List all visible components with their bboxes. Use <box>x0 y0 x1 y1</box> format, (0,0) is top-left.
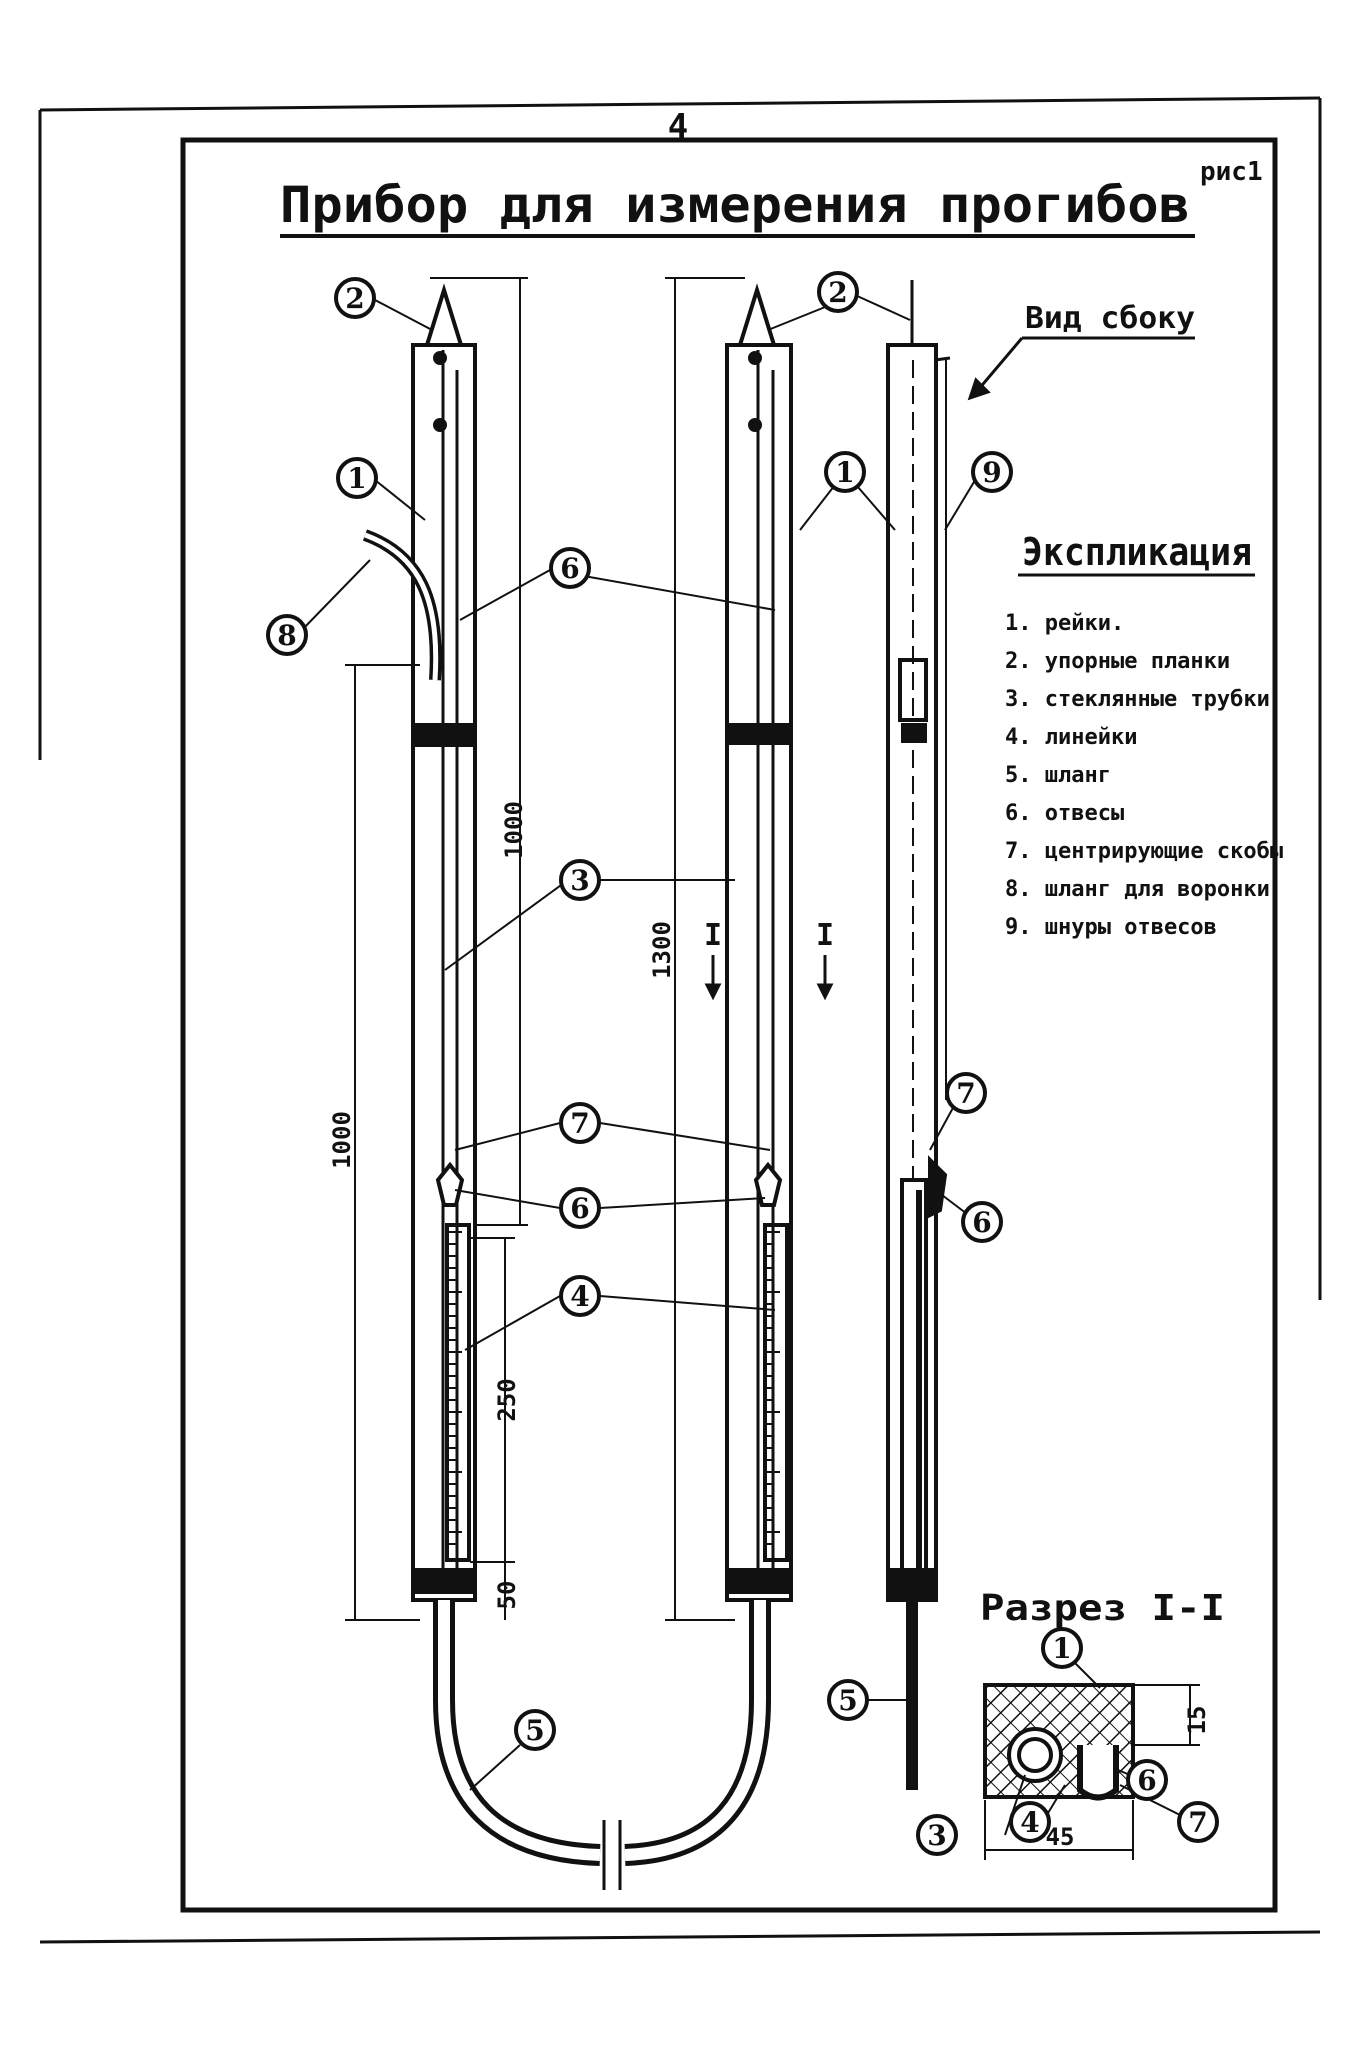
dim-45: 45 <box>1046 1823 1075 1851</box>
legend-item: 9. шнуры отвесов <box>1005 915 1217 940</box>
dim-1300: 1300 <box>648 921 676 979</box>
svg-text:9: 9 <box>982 456 1001 489</box>
callout-balloon: 5 <box>827 1679 869 1721</box>
svg-text:2: 2 <box>345 282 364 315</box>
side-view-arrow <box>967 337 1024 401</box>
svg-text:6: 6 <box>570 1192 589 1225</box>
callout-balloon: 6 <box>1126 1759 1168 1801</box>
svg-text:5: 5 <box>838 1684 857 1717</box>
leader-lines <box>299 294 981 1791</box>
legend-item: 6. отвесы <box>1005 801 1124 826</box>
svg-text:6: 6 <box>1137 1764 1156 1797</box>
legend-item: 5. шланг <box>1005 763 1111 788</box>
svg-text:3: 3 <box>927 1819 946 1852</box>
legend-heading: Экспликация <box>1022 530 1252 574</box>
figure-label: рис1 <box>1200 157 1263 187</box>
callout-balloon: 2 <box>817 271 859 313</box>
callout-balloon: 3 <box>916 1814 958 1856</box>
callout-balloon: 4 <box>1009 1801 1051 1843</box>
section-mark-left: I <box>704 918 722 953</box>
callout-balloon: 9 <box>971 451 1013 493</box>
callout-balloon: 2 <box>334 277 376 319</box>
svg-text:1: 1 <box>1052 1632 1071 1665</box>
svg-text:3: 3 <box>570 864 589 897</box>
dim-250: 250 <box>493 1378 521 1421</box>
callout-balloon: 7 <box>559 1102 601 1144</box>
middle-ruler-ticks <box>766 1231 780 1545</box>
drawing-title: Прибор для измерения прогибов <box>280 176 1190 234</box>
callout-balloon: 4 <box>559 1275 601 1317</box>
legend-list: 1. рейки. 2. упорные планки 3. стеклянны… <box>1005 611 1283 940</box>
legend-item: 7. центрирующие скобы <box>1005 839 1283 864</box>
legend-item: 2. упорные планки <box>1005 649 1230 674</box>
legend-item: 1. рейки. <box>1005 611 1124 636</box>
callout-balloon: 1 <box>1041 1627 1083 1669</box>
svg-text:5: 5 <box>525 1714 544 1747</box>
legend-item: 4. линейки <box>1005 725 1137 750</box>
callout-balloon: 7 <box>1177 1801 1219 1843</box>
side-view-assembly <box>886 280 951 1790</box>
callout-balloon: 1 <box>336 457 378 499</box>
dim-50: 50 <box>493 1581 521 1610</box>
middle-assembly <box>725 283 793 1602</box>
callout-balloon: 7 <box>945 1072 987 1114</box>
callout-balloon: 3 <box>559 859 601 901</box>
side-view-label: Вид сбоку <box>1025 301 1195 336</box>
section-title: Разрез I-I <box>980 1588 1225 1629</box>
left-ruler-ticks <box>448 1231 462 1545</box>
svg-text:6: 6 <box>972 1206 991 1239</box>
callout-balloon: 6 <box>961 1201 1003 1243</box>
callout-balloon: 6 <box>559 1187 601 1229</box>
svg-text:8: 8 <box>277 619 296 652</box>
section-markers <box>704 955 834 1001</box>
svg-text:7: 7 <box>956 1077 975 1110</box>
svg-text:1: 1 <box>347 462 366 495</box>
callout-balloon: 8 <box>266 614 308 656</box>
section-mark-right: I <box>816 918 834 953</box>
svg-text:1: 1 <box>835 456 854 489</box>
svg-text:7: 7 <box>1188 1806 1207 1839</box>
section-drawing <box>983 1649 1200 1860</box>
dimension-lines <box>345 277 745 1621</box>
svg-text:2: 2 <box>828 276 847 309</box>
callout-balloon: 6 <box>549 547 591 589</box>
svg-text:7: 7 <box>570 1107 589 1140</box>
legend-item: 3. стеклянные трубки <box>1005 687 1270 712</box>
callout-balloon: 1 <box>824 451 866 493</box>
sheet-border <box>38 96 1322 1944</box>
dim-15: 15 <box>1183 1706 1211 1735</box>
legend-item: 8. шланг для воронки <box>1005 877 1270 902</box>
dim-1000-top: 1000 <box>500 801 528 859</box>
dim-1000-total: 1000 <box>328 1111 356 1169</box>
left-assembly <box>362 283 477 1602</box>
page-number: 4 <box>668 107 688 147</box>
svg-text:6: 6 <box>560 552 579 585</box>
callout-balloon: 5 <box>514 1709 556 1751</box>
u-hose <box>433 1600 771 1890</box>
svg-text:4: 4 <box>570 1280 589 1313</box>
svg-text:4: 4 <box>1020 1806 1039 1839</box>
